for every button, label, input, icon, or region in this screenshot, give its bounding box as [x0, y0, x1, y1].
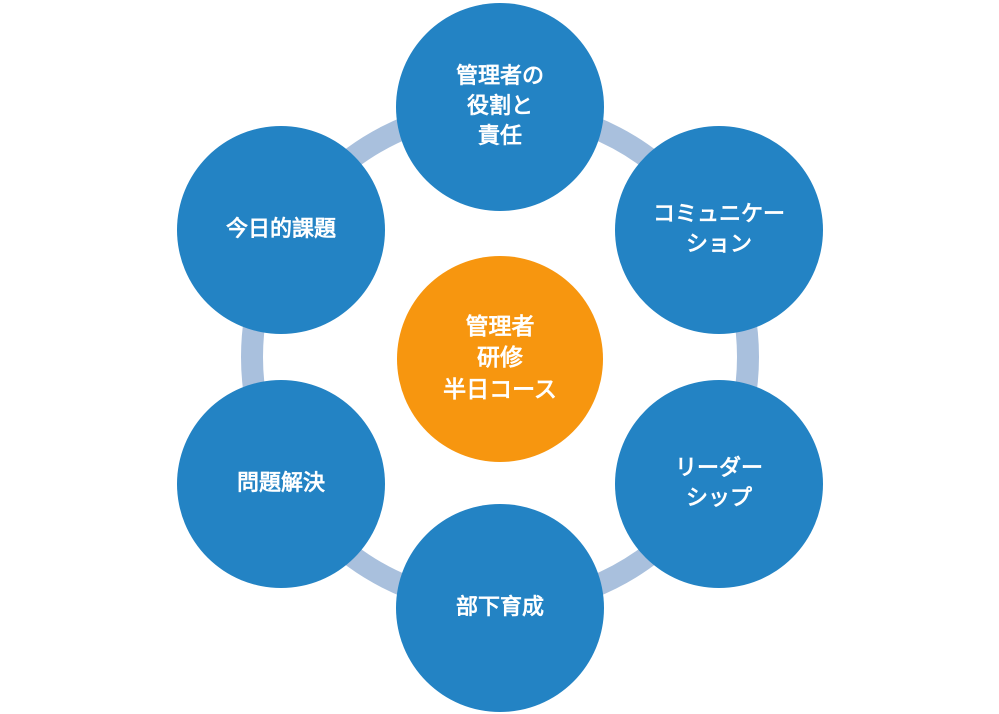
node-problem-solving-line-1: 問題解決	[236, 471, 325, 497]
node-roles-label: 管理者の 役割と 責任	[442, 62, 558, 151]
node-todays-issues-label: 今日的課題	[212, 215, 350, 245]
node-communication-label: コミュニケー ション	[639, 200, 799, 259]
node-roles-line-1: 管理者の	[455, 64, 544, 90]
node-communication-line-1: コミュニケー	[652, 202, 785, 228]
node-todays-issues: 今日的課題	[177, 126, 385, 334]
node-subordinate-development-label: 部下育成	[442, 593, 558, 623]
node-leadership: リーダー シップ	[615, 380, 823, 588]
node-roles-line-2: 役割と	[466, 94, 533, 120]
center-node-line-3: 半日コース	[443, 376, 557, 403]
center-node-line-1: 管理者	[465, 314, 535, 341]
node-todays-issues-line-1: 今日的課題	[225, 217, 336, 243]
node-subordinate-development: 部下育成	[396, 504, 604, 712]
node-communication: コミュニケー ション	[615, 126, 823, 334]
node-problem-solving: 問題解決	[177, 380, 385, 588]
node-leadership-line-1: リーダー	[674, 456, 763, 482]
node-roles-line-3: 責任	[477, 123, 522, 149]
node-communication-line-2: ション	[685, 232, 752, 257]
node-leadership-line-2: シップ	[685, 486, 752, 511]
node-subordinate-development-line-1: 部下育成	[455, 595, 544, 621]
center-node: 管理者 研修 半日コース	[397, 256, 603, 462]
node-roles: 管理者の 役割と 責任	[396, 3, 604, 211]
center-node-line-2: 研修	[476, 345, 523, 372]
center-node-label: 管理者 研修 半日コース	[429, 312, 571, 405]
node-leadership-label: リーダー シップ	[661, 454, 777, 513]
node-problem-solving-label: 問題解決	[223, 469, 339, 499]
